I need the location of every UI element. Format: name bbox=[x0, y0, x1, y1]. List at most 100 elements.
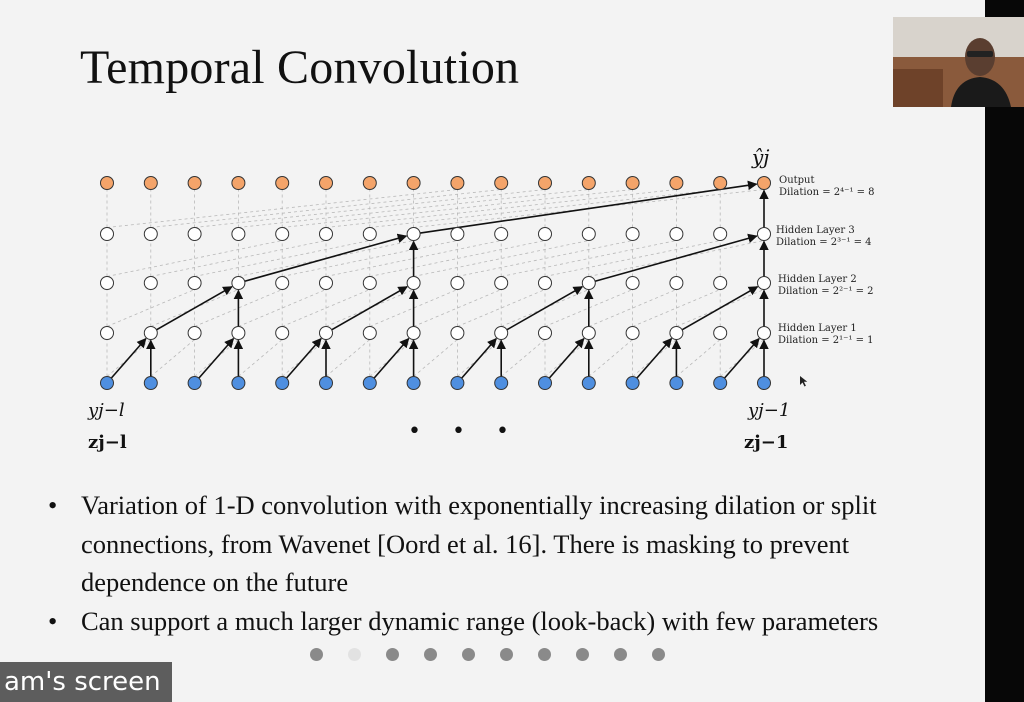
active-connection-arrow bbox=[156, 286, 233, 331]
input-node bbox=[538, 376, 552, 390]
output-node bbox=[143, 176, 158, 190]
pager-dot[interactable] bbox=[614, 648, 627, 661]
dashed-connection bbox=[282, 289, 370, 327]
active-connection-arrow bbox=[373, 337, 410, 379]
hidden-2-node bbox=[143, 276, 158, 290]
input-node bbox=[625, 376, 640, 390]
pager-dot[interactable] bbox=[576, 648, 589, 661]
dashed-connection bbox=[150, 339, 195, 377]
input-node bbox=[757, 376, 771, 390]
mouse-cursor-icon bbox=[800, 376, 808, 387]
input-label-z-left: zj−l bbox=[88, 432, 127, 453]
bullet-item: •Can support a much larger dynamic range… bbox=[48, 602, 948, 641]
pager-dot[interactable] bbox=[348, 648, 361, 661]
pager-dot[interactable] bbox=[500, 648, 513, 661]
output-node bbox=[625, 176, 640, 190]
hidden-3-node bbox=[187, 227, 202, 241]
active-connection-arrow bbox=[419, 180, 758, 234]
hidden-1-node bbox=[494, 326, 509, 340]
speaker-video-icon bbox=[893, 17, 1024, 107]
dashed-connection bbox=[588, 289, 677, 327]
hidden-3-node bbox=[231, 227, 246, 241]
hidden-1-node bbox=[100, 326, 114, 340]
hidden-1-node bbox=[143, 326, 158, 340]
hidden-3-node bbox=[757, 227, 771, 241]
input-node bbox=[450, 376, 465, 390]
hidden-1-node bbox=[669, 326, 684, 340]
hidden-2-node bbox=[669, 276, 684, 290]
dashed-connection bbox=[150, 189, 502, 228]
webcam-video-tile[interactable] bbox=[893, 17, 1024, 107]
input-node bbox=[275, 376, 290, 390]
slide-pager[interactable] bbox=[310, 648, 665, 661]
hidden-2-node bbox=[362, 276, 377, 290]
hidden-2-node bbox=[450, 276, 465, 290]
pager-dot[interactable] bbox=[386, 648, 399, 661]
hidden-1-node bbox=[362, 326, 377, 340]
hidden-1-node bbox=[581, 326, 596, 340]
output-node bbox=[538, 176, 552, 190]
pager-dot[interactable] bbox=[462, 648, 475, 661]
hidden-1-node bbox=[625, 326, 640, 340]
bullet-item: •Variation of 1-D convolution with expon… bbox=[48, 486, 948, 602]
dashed-connection bbox=[413, 339, 458, 377]
layer-label-output: Output bbox=[779, 175, 815, 186]
dashed-connection bbox=[325, 289, 414, 327]
hidden-3-node bbox=[100, 227, 114, 241]
bullet-text: Can support a much larger dynamic range … bbox=[81, 605, 879, 636]
active-connections bbox=[110, 180, 769, 379]
hidden-1-node bbox=[231, 326, 246, 340]
hidden-2-node bbox=[625, 276, 640, 290]
active-connection-arrow bbox=[198, 337, 235, 379]
pager-dot[interactable] bbox=[652, 648, 665, 661]
dilation-label-hidden-1: Dilation = 2¹⁻¹ = 1 bbox=[778, 335, 874, 346]
input-node bbox=[494, 376, 509, 390]
dashed-connection bbox=[500, 339, 546, 377]
active-connection-arrow bbox=[594, 233, 758, 283]
pager-dot[interactable] bbox=[310, 648, 323, 661]
hidden-1-node bbox=[538, 326, 552, 340]
hidden-3-node bbox=[143, 227, 158, 241]
input-node bbox=[406, 376, 421, 390]
hidden-3-node bbox=[538, 227, 552, 241]
hidden-1-node bbox=[319, 326, 333, 340]
hidden-1-node bbox=[713, 326, 728, 340]
active-connection-arrow bbox=[110, 337, 147, 379]
input-node bbox=[319, 376, 333, 390]
active-connection-arrow bbox=[681, 286, 759, 331]
screen-share-label: am's screen bbox=[0, 662, 172, 702]
hidden-3-node bbox=[494, 227, 509, 241]
layer-label-hidden-3: Hidden Layer 3 bbox=[776, 225, 855, 236]
input-node bbox=[713, 376, 728, 390]
layer-label-hidden-2: Hidden Layer 2 bbox=[778, 274, 857, 285]
pager-dot[interactable] bbox=[424, 648, 437, 661]
input-node bbox=[100, 376, 114, 390]
hidden-1-node bbox=[275, 326, 290, 340]
dilated-convolution-diagram: ŷj Output Dilation = 2⁴⁻¹ = 8 Hidden Lay… bbox=[87, 145, 875, 453]
hidden-3-node bbox=[406, 227, 421, 241]
bullet-text: Variation of 1-D convolution with expone… bbox=[81, 490, 877, 597]
hidden-2-node bbox=[187, 276, 202, 290]
hidden-3-node bbox=[319, 227, 333, 241]
input-label-y-right: yj−1 bbox=[747, 400, 790, 421]
input-node bbox=[231, 376, 246, 390]
active-connection-arrow bbox=[285, 337, 322, 379]
output-node bbox=[757, 176, 771, 190]
dashed-connections bbox=[106, 189, 765, 377]
hidden-3-node bbox=[713, 227, 728, 241]
input-node bbox=[362, 376, 377, 390]
dashed-connection bbox=[676, 339, 721, 377]
input-label-z-right: zj−1 bbox=[744, 432, 788, 453]
dashed-connection bbox=[238, 339, 283, 377]
active-connection-arrow bbox=[636, 337, 673, 379]
bullet-list: •Variation of 1-D convolution with expon… bbox=[48, 486, 948, 640]
active-connection-arrow bbox=[506, 286, 584, 331]
slide-title: Temporal Convolution bbox=[80, 41, 520, 94]
hidden-2-node bbox=[757, 276, 771, 290]
right-side-bar bbox=[985, 0, 1024, 702]
hidden-1-node bbox=[187, 326, 202, 340]
dashed-connection bbox=[194, 189, 546, 228]
pager-dot[interactable] bbox=[538, 648, 551, 661]
output-node bbox=[187, 176, 202, 190]
dashed-connection bbox=[194, 289, 283, 327]
